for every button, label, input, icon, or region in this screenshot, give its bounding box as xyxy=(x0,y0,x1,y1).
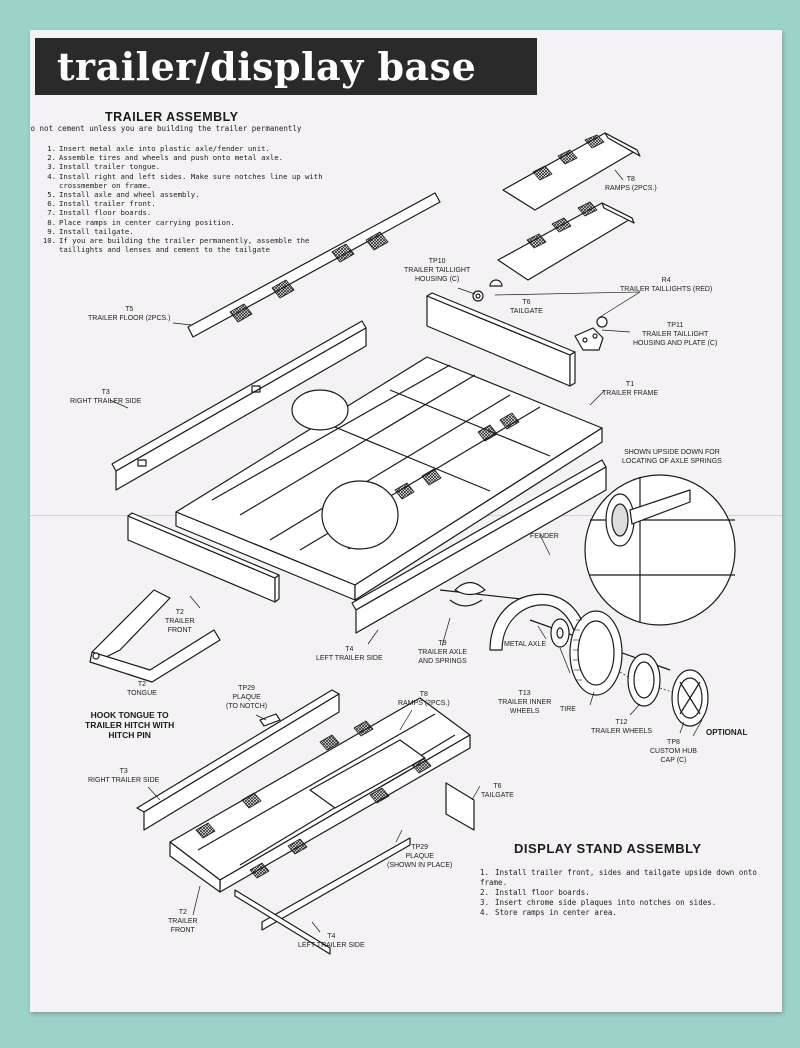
trailer-assembly-step-text: Place ramps in center carrying position. xyxy=(59,217,235,227)
trailer-assembly-step-number: 4. xyxy=(47,171,56,181)
trailer-assembly-step-number: 10. xyxy=(42,236,56,246)
label-t8-ramps-lower: T8 RAMPS (2pcs.) xyxy=(398,691,450,707)
label-t12-wheels: T12 TRAILER WHEELS xyxy=(591,719,653,735)
taillight-parts xyxy=(472,279,608,351)
wheel-parts xyxy=(550,610,709,727)
trailer-assembly-step-number: 5. xyxy=(47,190,56,200)
display-stand-step: 2. Install floor boards. xyxy=(480,888,782,898)
label-fender: FENDER xyxy=(530,533,559,540)
label-optional: OPTIONAL xyxy=(706,728,748,737)
label-t5-floor: T5 TRAILER FLOOR (2pcs.) xyxy=(88,306,171,322)
display-stand-step-text: Install floor boards. xyxy=(495,888,590,897)
label-t6-tailgate: T6 TAILGATE xyxy=(510,299,543,315)
label-t3-right-side-lower: T3 RIGHT TRAILER SIDE xyxy=(88,768,160,784)
exploded-diagram xyxy=(89,132,736,955)
label-r4: R4 TRAILER TAILLIGHTS (Red) xyxy=(620,277,713,293)
trailer-assembly-step-text: Install right and left sides. Make sure … xyxy=(59,171,323,190)
left-trailer-side xyxy=(351,459,607,634)
trailer-assembly-step-text: Insert metal axle into plastic axle/fend… xyxy=(59,144,270,153)
trailer-assembly-step: 3.Install trailer tongue. xyxy=(40,162,340,171)
trailer-assembly-step: 2.Assemble tires and wheels and push ont… xyxy=(40,153,340,162)
label-tp29-top: TP29 PLAQUE (To notch) xyxy=(226,685,268,710)
display-stand-step: 3. Insert chrome side plaques into notche… xyxy=(480,898,782,908)
trailer-assembly-step: 6.Install trailer front. xyxy=(40,199,340,208)
label-tp8-hubcap: TP8 CUSTOM HUB CAP (C) xyxy=(650,739,697,764)
trailer-assembly-step-number: 3. xyxy=(47,162,56,172)
trailer-frame xyxy=(175,356,603,601)
display-mesh xyxy=(195,720,432,879)
floor-mesh xyxy=(229,231,389,323)
trailer-assembly-step: 1.Insert metal axle into plastic axle/fe… xyxy=(40,144,340,153)
trailer-assembly-step-text: If you are building the trailer permanen… xyxy=(59,236,310,255)
ramps-top xyxy=(497,132,641,281)
trailer-assembly-step-text: Install axle and wheel assembly. xyxy=(59,190,200,200)
tailgate-upper xyxy=(426,292,576,387)
trailer-assembly-subtitle: Do not cement unless you are building th… xyxy=(30,124,302,133)
dashed-lines xyxy=(619,671,673,693)
trailer-assembly-step: 5.Install axle and wheel assembly. xyxy=(40,190,340,199)
axle-inset xyxy=(584,474,736,626)
label-hook-tongue: HOOK TONGUE TO TRAILER HITCH WITH HITCH … xyxy=(85,710,175,740)
display-stand-step-number: 2. xyxy=(480,888,490,897)
label-t4-left-side-lower: T4 LEFT TRAILER SIDE xyxy=(298,933,365,949)
label-t1-frame: T1 TRAILER FRAME xyxy=(602,381,659,397)
trailer-assembly-step-text: Install trailer front. xyxy=(59,199,156,209)
display-stand-step-number: 3. xyxy=(480,898,490,907)
label-t3-right-side: T3 RIGHT TRAILER SIDE xyxy=(70,389,142,405)
label-t2-front: T2 TRAILER FRONT xyxy=(165,609,195,634)
trailer-assembly-step-text: Install tailgate. xyxy=(59,226,134,236)
tongue xyxy=(89,589,221,683)
label-tp29-bottom: TP29 PLAQUE (Shown in place) xyxy=(387,844,453,869)
trailer-assembly-step-number: 7. xyxy=(47,208,56,218)
ramp-mesh xyxy=(526,134,605,249)
display-stand xyxy=(136,689,475,955)
leader-lines xyxy=(109,169,703,737)
tire-tread xyxy=(573,619,582,681)
trailer-assembly-step-number: 8. xyxy=(47,217,56,227)
trailer-assembly-step: 8.Place ramps in center carrying positio… xyxy=(40,218,340,227)
trailer-assembly-step-text: Install trailer tongue. xyxy=(59,162,161,172)
trailer-assembly-step-number: 2. xyxy=(47,153,56,163)
label-tire: TIRE xyxy=(560,706,576,713)
label-axle-springs-note: SHOWN UPSIDE DOWN FOR LOCATING OF AXLE S… xyxy=(622,449,722,465)
label-t9-axle: T9 TRAILER AXLE AND SPRINGS xyxy=(418,640,468,665)
axle-springs xyxy=(439,581,531,607)
display-stand-step-text: Insert chrome side plaques into notches … xyxy=(495,898,717,907)
label-t2-tongue: T2 TONGUE xyxy=(127,681,157,697)
display-stand-steps: 1.Install trailer front, sides and tailg… xyxy=(480,868,782,918)
display-stand-heading: DISPLAY STAND ASSEMBLY xyxy=(514,841,702,856)
trailer-assembly-step: 7.Install floor boards. xyxy=(40,208,340,217)
display-leader-lines xyxy=(147,709,481,933)
right-trailer-side xyxy=(111,320,367,491)
trailer-front xyxy=(127,512,280,603)
banner-title: trailer/display base xyxy=(35,38,537,95)
trailer-assembly-step-number: 9. xyxy=(47,226,56,236)
trailer-assembly-step-number: 6. xyxy=(47,199,56,209)
instruction-sheet: trailer/display base TRAILER ASSEMBLY Do… xyxy=(30,30,782,1012)
label-t6-tailgate-lower: T6 TAILGATE xyxy=(481,783,514,799)
display-stand-step: 1.Install trailer front, sides and tailg… xyxy=(480,868,782,888)
trailer-assembly-steps: 1.Insert metal axle into plastic axle/fe… xyxy=(40,144,340,254)
trailer-assembly-step: 4.Install right and left sides. Make sur… xyxy=(40,172,340,190)
label-tp11: TP11 TRAILER TAILLIGHT HOUSING AND PLATE… xyxy=(633,322,718,347)
display-stand-step-text: Store ramps in center area. xyxy=(495,908,617,917)
label-t8-ramps: T8 RAMPS (2pcs.) xyxy=(605,176,657,192)
display-stand-step: 4. Store ramps in center area. xyxy=(480,908,782,918)
label-t4-left-side: T4 LEFT TRAILER SIDE xyxy=(316,646,383,662)
trailer-assembly-heading: TRAILER ASSEMBLY xyxy=(105,110,239,124)
trailer-assembly-step: 9.Install tailgate. xyxy=(40,227,340,236)
display-stand-step-number: 1. xyxy=(480,868,490,877)
display-stand-step-number: 4. xyxy=(480,908,490,917)
trailer-assembly-step-text: Install floor boards. xyxy=(59,208,152,218)
label-t13-wheels: T13 TRAILER INNER WHEELS xyxy=(498,690,552,715)
label-metal-axle: METAL AXLE xyxy=(504,641,547,648)
label-tp10: TP10 TRAILER TAILLIGHT HOUSING (C) xyxy=(404,258,471,283)
trailer-assembly-step: 10.If you are building the trailer perma… xyxy=(40,236,340,254)
floor-board xyxy=(187,192,441,338)
label-t2-front-lower: T2 TRAILER FRONT xyxy=(168,909,198,934)
display-stand-step-text: Install trailer front, sides and tailgat… xyxy=(480,868,757,887)
rear-wheel xyxy=(291,389,349,431)
trailer-assembly-step-text: Assemble tires and wheels and push onto … xyxy=(59,153,284,163)
trailer-assembly-step-number: 1. xyxy=(47,144,56,153)
